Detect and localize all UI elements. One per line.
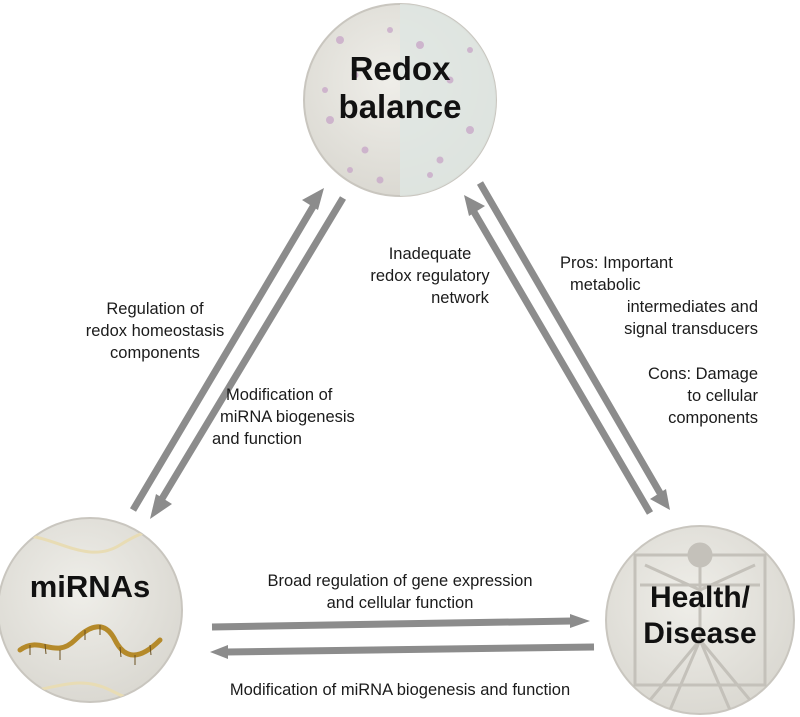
label-regulation-of-redox: Regulation of redox homeostasis componen… [85, 300, 225, 362]
mirnas-title: miRNAs [29, 569, 151, 604]
arrow-redox-to-mirnas [150, 196, 346, 519]
label-pros: Pros: Important metabolic intermediates … [560, 254, 758, 338]
arrow-health-to-mirnas [210, 643, 595, 659]
arrows [129, 181, 670, 659]
mirnas-node-circle [0, 517, 183, 703]
arrow-mirnas-to-health [211, 614, 590, 631]
health-disease-node [605, 525, 795, 715]
mirnas-node [0, 517, 183, 703]
label-modification-of-mirna: Modification of miRNA biogenesis and fun… [212, 386, 355, 448]
vitruvian-figure-icon [633, 542, 767, 711]
label-inadequate-redox-network: Inadequate redox regulatory network [370, 245, 490, 307]
arrow-redox-to-health [476, 181, 670, 510]
health-disease-title: Health/ Disease [643, 581, 757, 650]
redox-balance-title: Redox balance [338, 50, 462, 125]
arrow-health-to-redox [464, 195, 654, 515]
label-broad-regulation: Broad regulation of gene expression and … [267, 572, 533, 612]
label-modification-bottom: Modification of miRNA biogenesis and fun… [229, 681, 571, 699]
arrow-mirnas-to-redox [129, 188, 324, 512]
label-cons: Cons: Damage to cellular components [647, 365, 758, 427]
